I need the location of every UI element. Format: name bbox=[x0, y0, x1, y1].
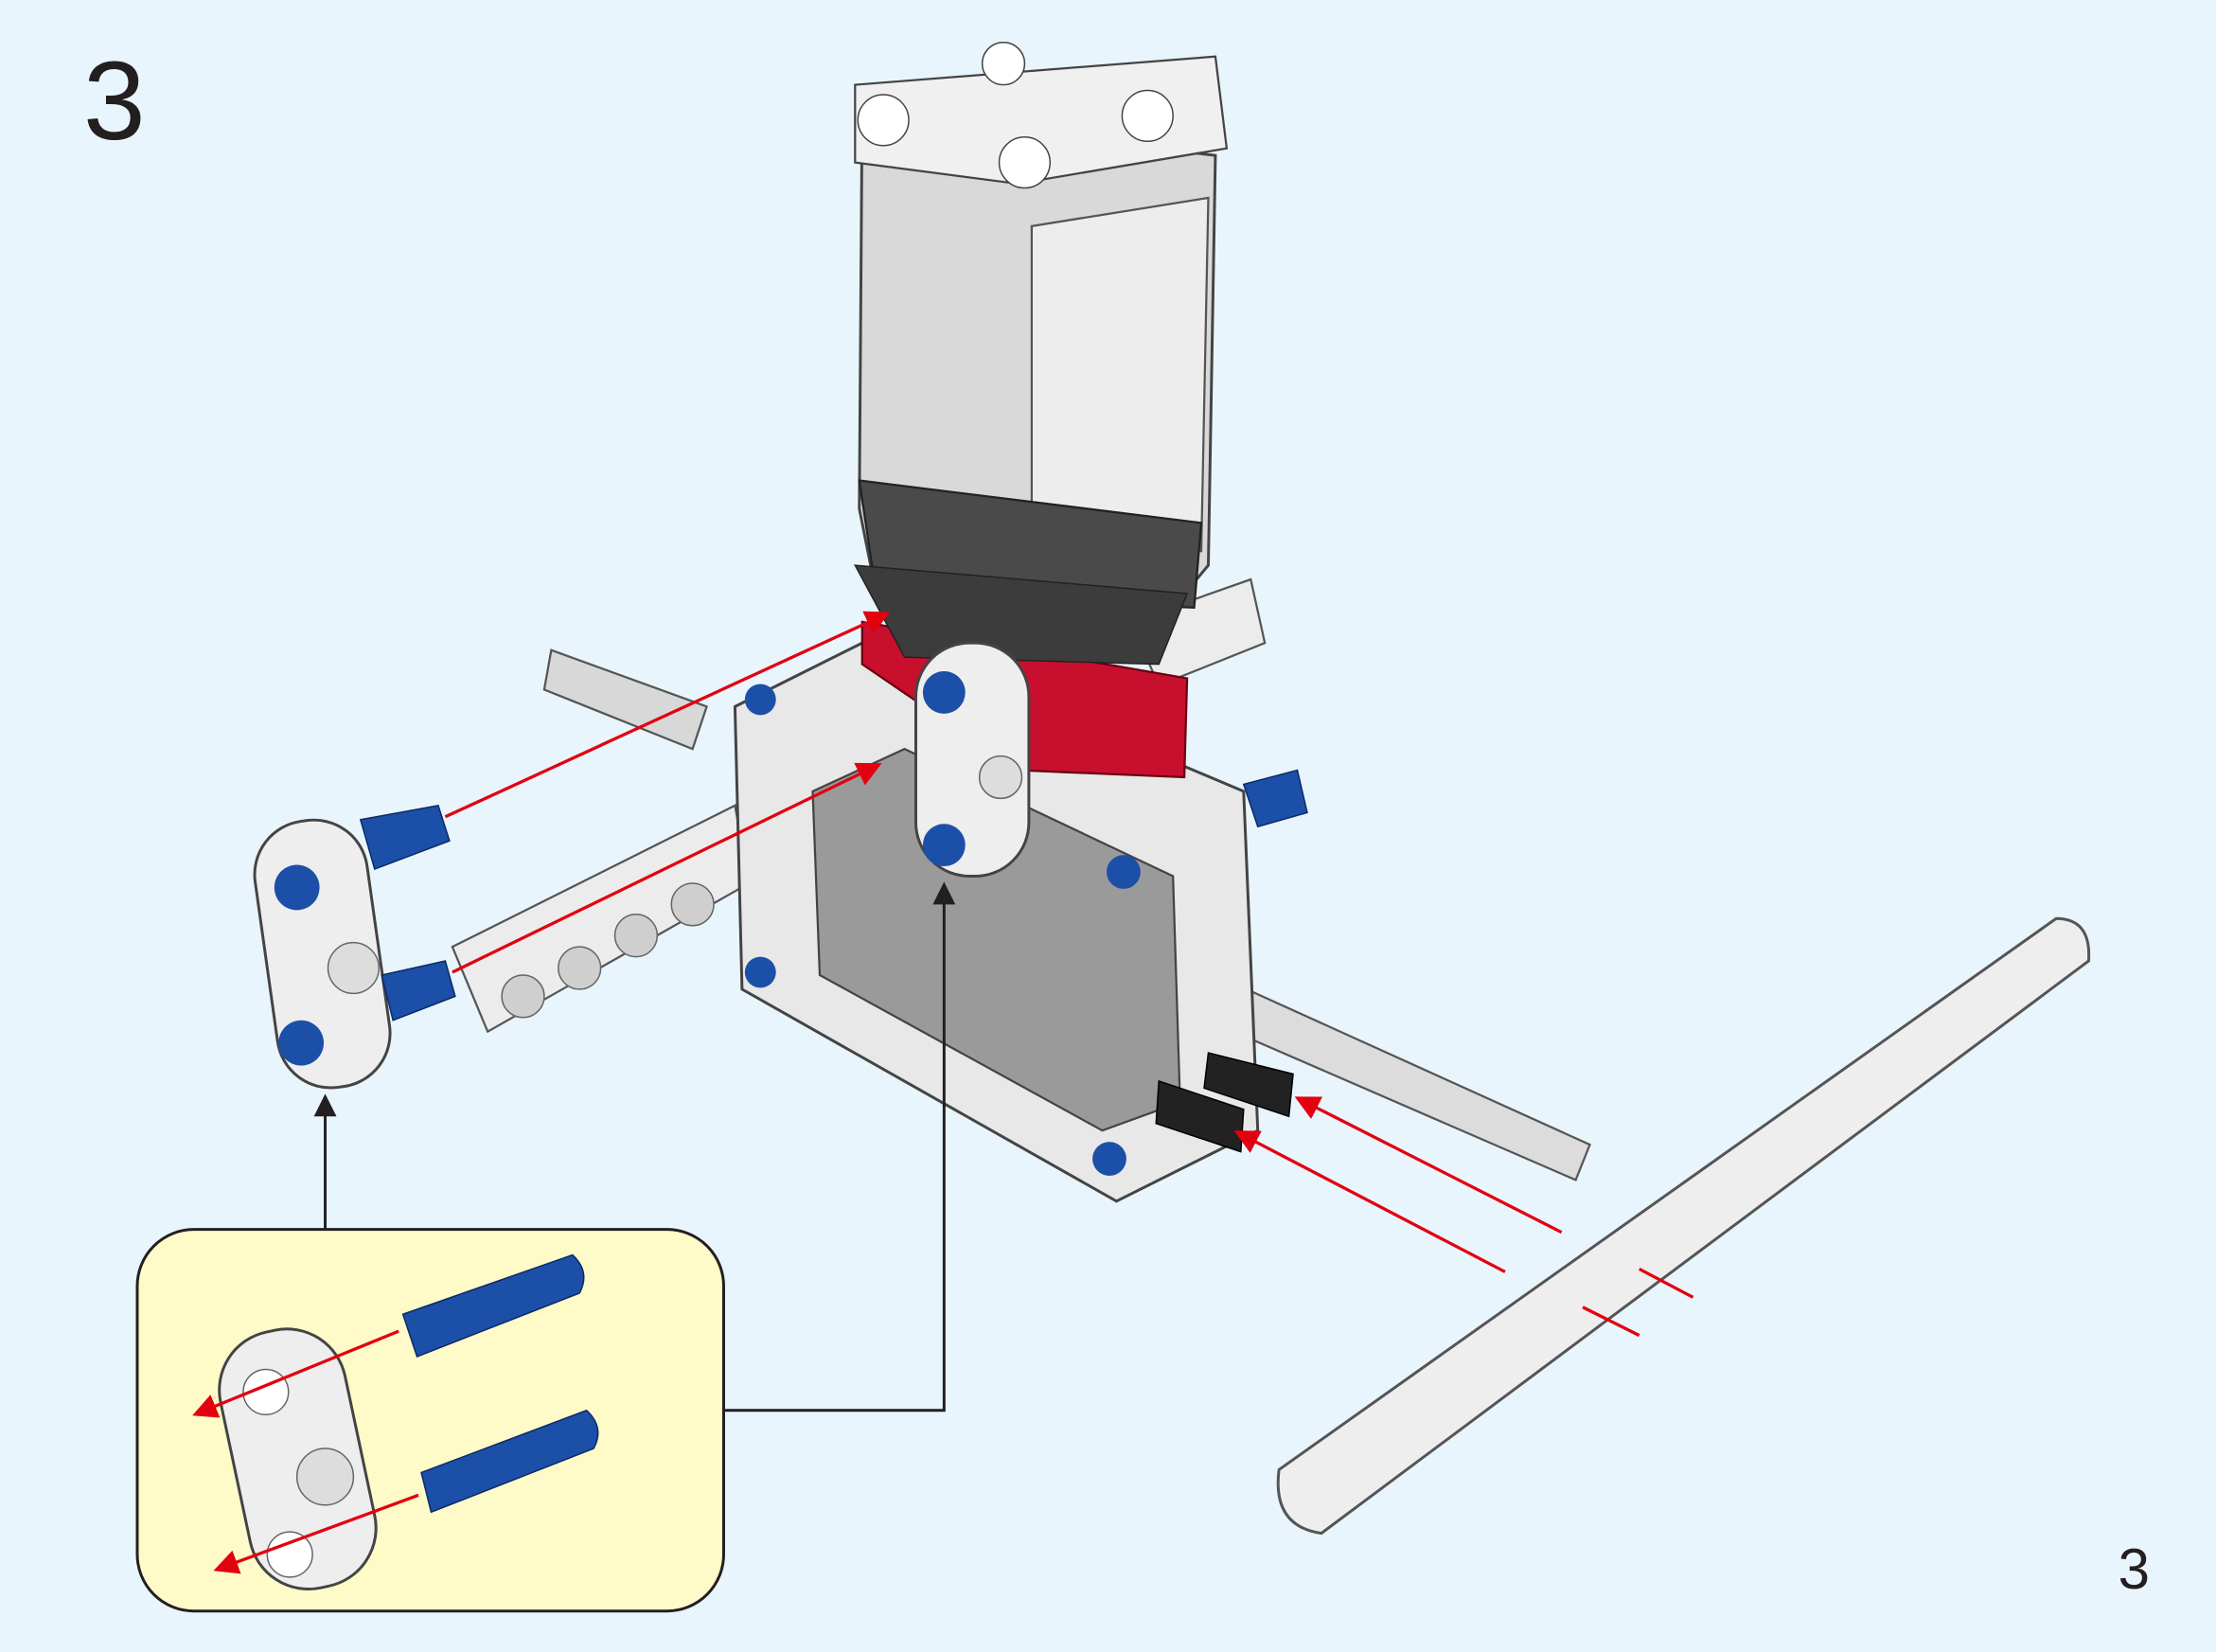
assembly-arrow-icon bbox=[444, 611, 1694, 1338]
black-friction-pin-icon bbox=[1155, 1052, 1294, 1153]
axle-icon bbox=[542, 648, 1591, 1181]
page-number: 3 bbox=[2118, 1537, 2150, 1601]
callout-pointer-icon bbox=[313, 881, 956, 1412]
liftarm-beam-icon bbox=[451, 804, 751, 1034]
blue-axle-pin-icon bbox=[1242, 769, 1308, 828]
sub-assembly-icon bbox=[253, 805, 456, 1090]
step-number: 3 bbox=[83, 39, 146, 164]
motor-icon bbox=[853, 42, 1229, 666]
liftarm-icon bbox=[913, 641, 1031, 878]
callout-box bbox=[135, 1228, 725, 1613]
liftarm-beam-icon bbox=[1276, 916, 2091, 1536]
